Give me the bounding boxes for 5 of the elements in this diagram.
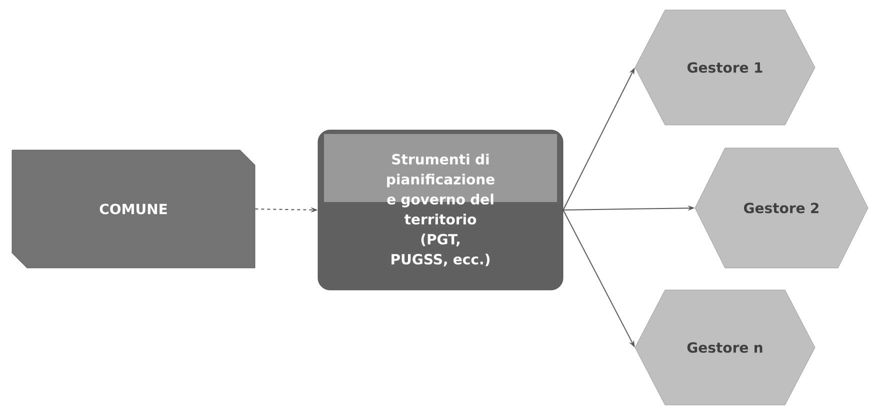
snipped-box: COMUNE [12,150,256,268]
hexagon: Gestore 1 [634,10,816,126]
rounded-box: Strumenti di pianificazione e governo del territorio (PGT, PUGSS, ecc.) [318,130,564,290]
hexagon: Gestore 2 [694,148,868,268]
hexagon: Gestore n [634,290,816,406]
